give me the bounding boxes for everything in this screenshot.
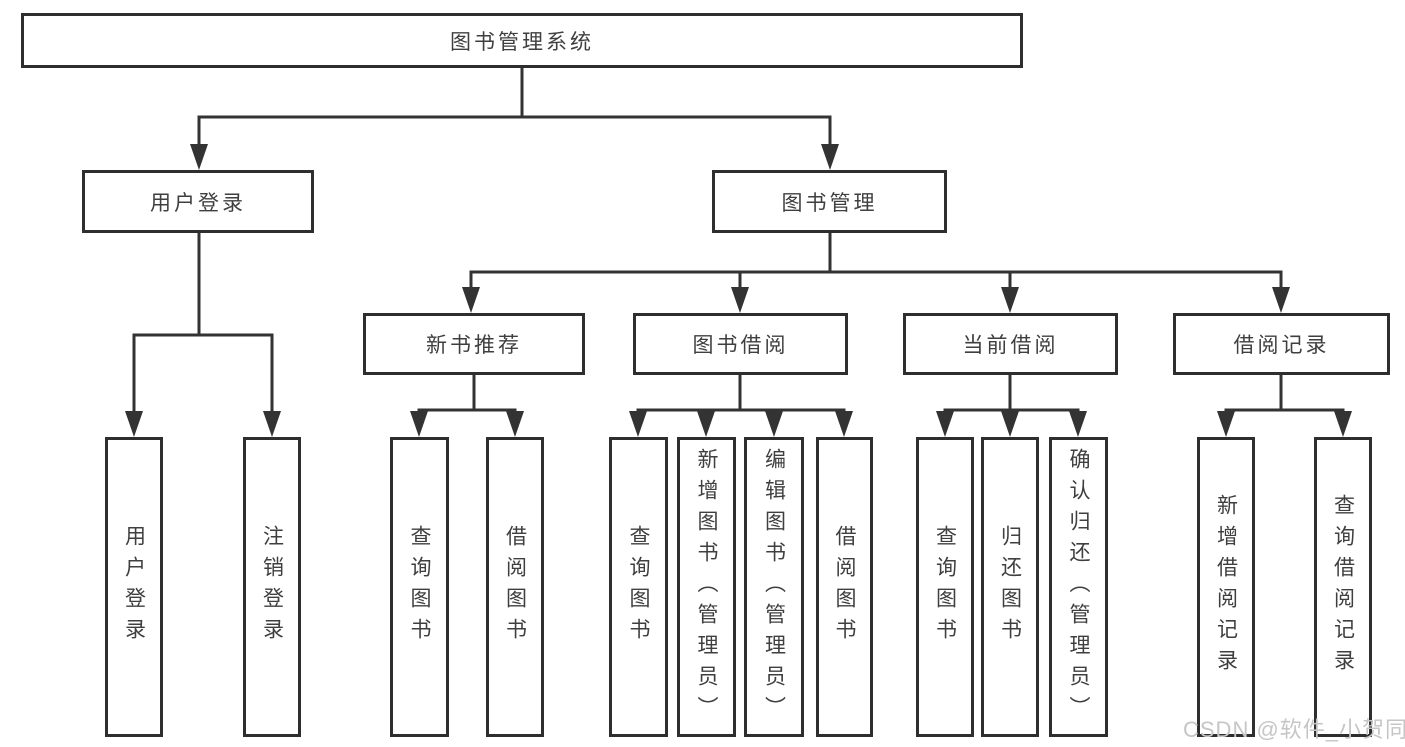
node-label: 查询借阅记录 [1331,494,1355,680]
node-label: 借阅图书 [503,525,527,649]
node-book-borrowing: 图书借阅 [633,313,848,375]
node-borrow-books-borrowing: 借阅图书 [816,437,873,737]
node-edit-books-admin: 编辑图书（管理员） [744,437,804,737]
node-borrowing-records: 借阅记录 [1173,313,1390,375]
node-user-login: 用户登录 [82,170,314,233]
node-add-borrow-record: 新增借阅记录 [1197,437,1255,737]
node-query-borrow-record: 查询借阅记录 [1314,437,1372,737]
node-label: 编辑图书（管理员） [762,447,786,727]
node-query-books-recommend: 查询图书 [390,437,449,737]
node-label: 查询图书 [627,525,650,649]
node-add-books-admin: 新增图书（管理员） [677,437,736,737]
node-label: 归还图书 [998,525,1022,649]
node-query-books-current: 查询图书 [916,437,974,737]
node-user-login-action: 用户登录 [105,437,163,737]
node-return-books: 归还图书 [981,437,1039,737]
node-confirm-return-admin: 确认归还（管理员） [1049,437,1108,737]
csdn-watermark: CSDN @软件_小贺同学 [1183,717,1405,742]
node-library-management-system: 图书管理系统 [21,13,1023,68]
node-label: 确认归还（管理员） [1067,447,1090,727]
node-label: 查询图书 [408,525,431,649]
node-label: 用户登录 [122,525,146,649]
node-label: 注销登录 [260,525,284,649]
node-logout: 注销登录 [243,437,301,737]
node-current-borrowing: 当前借阅 [903,313,1118,375]
node-label: 借阅图书 [833,525,856,649]
node-label: 新增借阅记录 [1214,494,1238,680]
node-new-book-recommendation: 新书推荐 [363,313,585,375]
node-borrow-books-recommend: 借阅图书 [486,437,544,737]
node-query-books-borrowing: 查询图书 [609,437,668,737]
node-label: 查询图书 [933,525,957,649]
node-label: 新增图书（管理员） [695,447,718,727]
node-book-management: 图书管理 [712,170,947,233]
